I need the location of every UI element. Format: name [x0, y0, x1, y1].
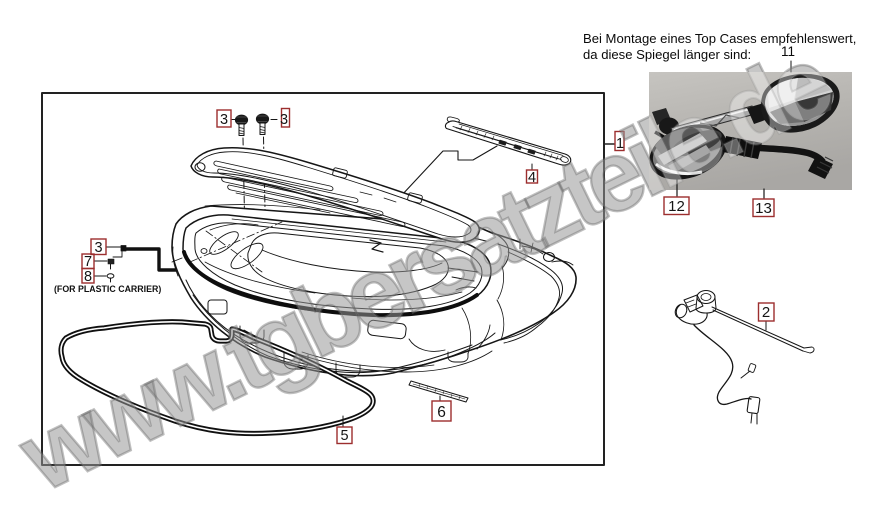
svg-text:5: 5 — [340, 428, 348, 444]
svg-text:2: 2 — [762, 304, 770, 321]
svg-text:4: 4 — [528, 170, 536, 186]
svg-text:3: 3 — [94, 240, 102, 256]
svg-text:3: 3 — [280, 112, 288, 128]
svg-text:7: 7 — [84, 254, 92, 270]
svg-text:6: 6 — [437, 404, 446, 421]
svg-text:13: 13 — [755, 200, 772, 217]
svg-text:3: 3 — [220, 112, 228, 128]
svg-text:12: 12 — [668, 198, 685, 215]
svg-text:1: 1 — [616, 136, 624, 152]
svg-text:8: 8 — [84, 269, 92, 285]
